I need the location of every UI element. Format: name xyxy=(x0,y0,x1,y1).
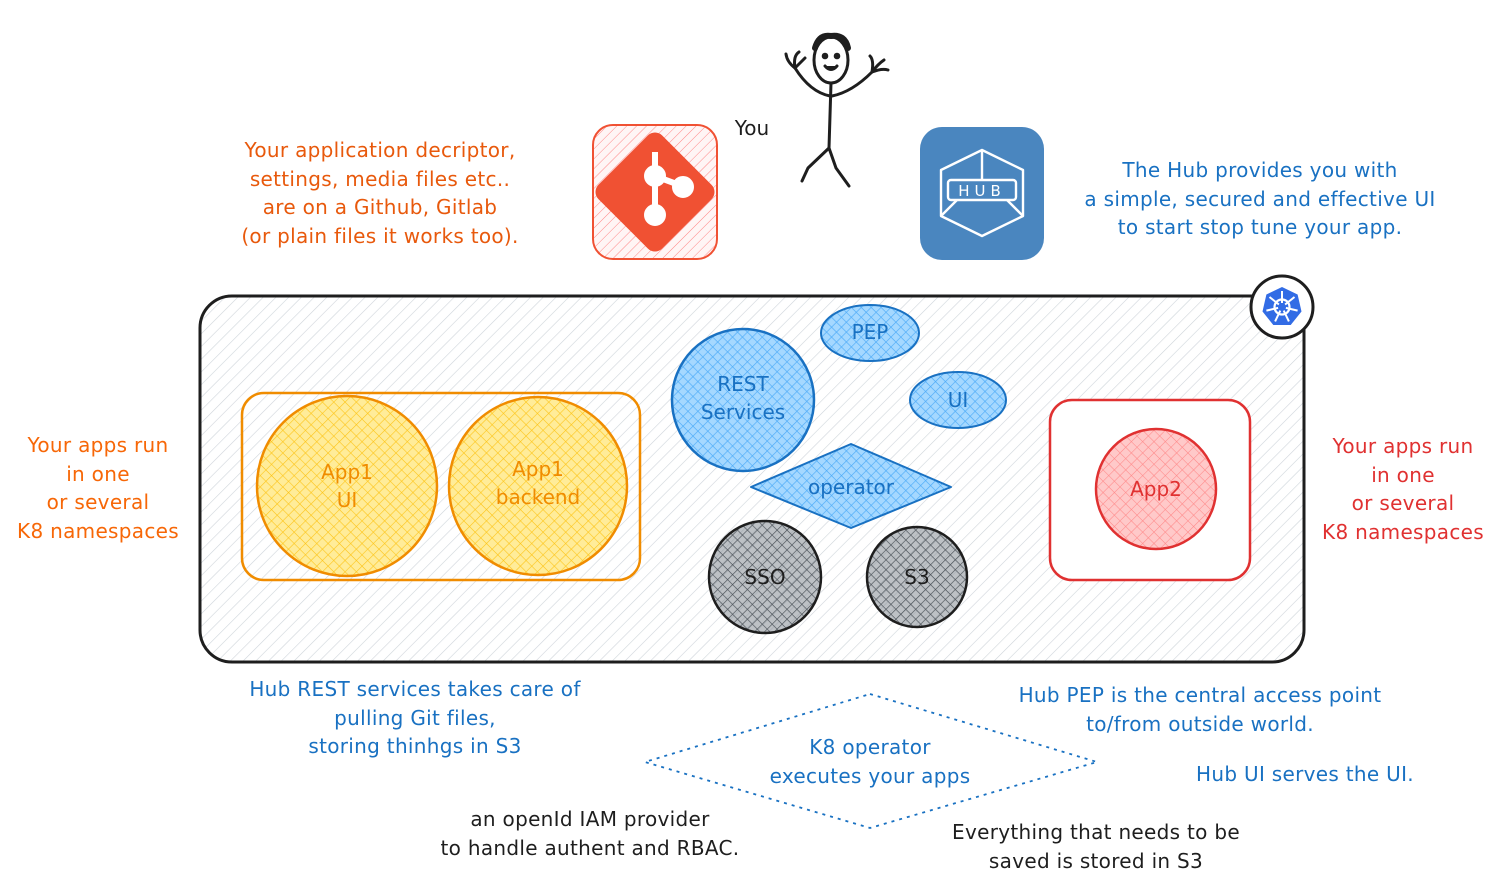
pep-label: PEP xyxy=(851,320,889,344)
app1-ui-label: App1 UI xyxy=(321,460,373,512)
s3-label: S3 xyxy=(904,565,930,589)
git-note: Your application decriptor, settings, me… xyxy=(241,138,519,248)
hub-note: The Hub provides you with a simple, secu… xyxy=(1084,158,1436,239)
rest-services-circle xyxy=(670,327,816,473)
hub-cube-logo-icon: HUB xyxy=(920,127,1044,260)
operator-diamond xyxy=(750,443,952,529)
app2-circle xyxy=(1094,427,1218,551)
ui-note: Hub UI serves the UI. xyxy=(1196,762,1414,786)
left-namespace-note: Your apps run in one or several K8 names… xyxy=(17,433,179,543)
sso-circle xyxy=(707,519,823,635)
you-label: You xyxy=(734,116,770,140)
git-logo-icon xyxy=(592,124,718,260)
sso-label: SSO xyxy=(744,565,786,589)
k8-cluster-container xyxy=(198,294,1306,664)
rest-note: Hub REST services takes care of pulling … xyxy=(249,677,581,758)
app1-ui-circle xyxy=(255,394,439,578)
svg-text:HUB: HUB xyxy=(958,182,1006,200)
app1-backend-circle xyxy=(447,395,629,577)
operator-label: operator xyxy=(807,475,894,499)
operator-note-diamond xyxy=(644,693,1098,829)
ui-ellipse xyxy=(909,371,1007,429)
kubernetes-helm-icon xyxy=(1249,274,1315,340)
operator-note: K8 operator executes your apps xyxy=(769,735,971,788)
app1-backend-label: App1 backend xyxy=(495,457,581,509)
pep-note: Hub PEP is the central access point to/f… xyxy=(1018,683,1382,736)
app2-label: App2 xyxy=(1130,477,1182,501)
rest-services-label: REST Services xyxy=(700,372,786,424)
s3-circle xyxy=(865,525,969,629)
right-namespace-note: Your apps run in one or several K8 names… xyxy=(1322,434,1484,544)
ui-label: UI xyxy=(947,388,969,412)
stick-figure-icon xyxy=(784,32,890,188)
sso-note: an openId IAM provider to handle authent… xyxy=(440,807,740,860)
pep-ellipse xyxy=(820,304,920,362)
namespace-app1 xyxy=(240,391,642,582)
s3-note: Everything that needs to be saved is sto… xyxy=(952,820,1240,873)
